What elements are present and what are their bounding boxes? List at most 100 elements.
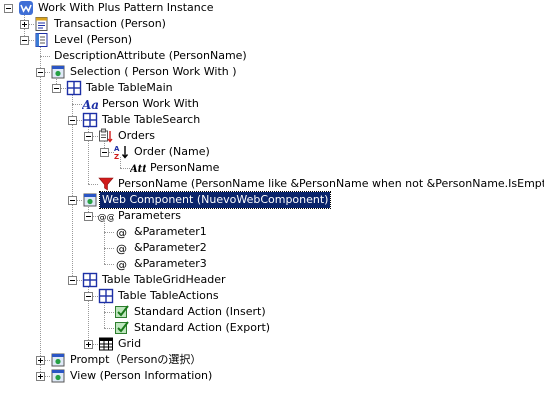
tree-node-label[interactable]: Standard Action (Insert) xyxy=(134,305,266,318)
tree-connector-line xyxy=(120,157,121,168)
tree-connector-line xyxy=(72,120,82,121)
tree-connector-line xyxy=(88,296,98,297)
collapse-icon[interactable] xyxy=(68,276,77,285)
svg-text:@: @ xyxy=(116,243,127,256)
tree-connector-line xyxy=(104,232,114,233)
tree-node[interactable]: Transaction (Person) xyxy=(0,16,544,32)
expand-icon[interactable] xyxy=(36,356,45,365)
tree-connector-line xyxy=(88,216,98,217)
tree-node[interactable]: Grid xyxy=(0,336,544,352)
selection-icon xyxy=(50,64,66,80)
tree-node-label[interactable]: Table TableActions xyxy=(118,289,219,302)
tree-connector-line xyxy=(104,301,105,328)
tree-node-label[interactable]: Person Work With xyxy=(102,97,199,110)
collapse-icon[interactable] xyxy=(68,196,77,205)
tree-node[interactable]: PersonName (PersonName like &PersonName … xyxy=(0,176,544,192)
tree-node-label[interactable]: Table TableGridHeader xyxy=(102,273,226,286)
tree-node-label[interactable]: &Parameter2 xyxy=(134,241,207,254)
collapse-icon[interactable] xyxy=(84,212,93,221)
tree-connector-line xyxy=(24,40,34,41)
tree-node-label[interactable]: PersonName xyxy=(150,161,220,174)
tree-connector-line xyxy=(24,24,34,25)
tree-node[interactable]: Web Component (NuevoWebComponent) xyxy=(0,191,544,209)
tree-node[interactable]: Prompt（Personの選択） xyxy=(0,352,544,368)
table-icon xyxy=(82,272,98,288)
tree-node-label[interactable]: Work With Plus Pattern Instance xyxy=(38,1,214,14)
table-icon xyxy=(82,112,98,128)
tree-node[interactable]: @ &Parameter3 xyxy=(0,256,544,272)
tree-node-label[interactable]: Table TableSearch xyxy=(102,113,201,126)
tree-node[interactable]: Table TableMain xyxy=(0,80,544,96)
tree-node[interactable]: Table TableSearch xyxy=(0,112,544,128)
tree-node-label[interactable]: Web Component (NuevoWebComponent) xyxy=(98,191,332,209)
tree-node[interactable]: Level (Person) xyxy=(0,32,544,48)
tree-node[interactable]: Orders xyxy=(0,128,544,144)
tree-connector-line xyxy=(88,344,98,345)
tree-node-label[interactable]: Parameters xyxy=(118,209,181,222)
tree-connector-line xyxy=(56,77,57,88)
tree-node-label[interactable]: Grid xyxy=(118,337,142,350)
tree-node-label[interactable]: Order (Name) xyxy=(134,145,210,158)
tree-node-label[interactable]: PersonName (PersonName like &PersonName … xyxy=(118,177,544,190)
transaction-icon xyxy=(34,16,50,32)
tree-node[interactable]: @ &Parameter1 xyxy=(0,224,544,240)
tree-node-label[interactable]: Level (Person) xyxy=(54,33,133,46)
tree-node[interactable]: Table TableActions xyxy=(0,288,544,304)
tree-node-label[interactable]: Selection ( Person Work With ) xyxy=(70,65,237,78)
expand-icon[interactable] xyxy=(84,340,93,349)
tree-node[interactable]: Standard Action (Insert) xyxy=(0,304,544,320)
tree-node[interactable]: Standard Action (Export) xyxy=(0,320,544,336)
tree-connector-line xyxy=(72,280,82,281)
tree-node-label[interactable]: View (Person Information) xyxy=(70,369,213,382)
tree-node-label[interactable]: &Parameter1 xyxy=(134,225,207,238)
tree-node[interactable]: Work With Plus Pattern Instance xyxy=(0,0,544,16)
collapse-icon[interactable] xyxy=(68,116,77,125)
tree-node-label[interactable]: Transaction (Person) xyxy=(54,17,166,30)
parameter-at-icon: @ xyxy=(114,224,130,240)
svg-text:@@: @@ xyxy=(98,213,114,223)
collapse-icon[interactable] xyxy=(84,292,93,301)
tree-node-label[interactable]: Orders xyxy=(118,129,155,142)
text-block-icon: Aa xyxy=(82,96,98,112)
tree-node-label[interactable]: Standard Action (Export) xyxy=(134,321,271,334)
parameter-at-icon: @ xyxy=(114,240,130,256)
svg-text:@: @ xyxy=(116,227,127,240)
tree-node[interactable]: DescriptionAttribute (PersonName) xyxy=(0,48,544,64)
tree-connector-line xyxy=(88,184,98,185)
tree-node[interactable]: Selection ( Person Work With ) xyxy=(0,64,544,80)
collapse-icon[interactable] xyxy=(20,36,29,45)
tree-connector-line xyxy=(104,312,114,313)
tree-node-label[interactable]: &Parameter3 xyxy=(134,257,207,270)
tree-connector-line xyxy=(56,88,66,89)
orders-icon xyxy=(98,128,114,144)
svg-text:Aa: Aa xyxy=(82,98,98,112)
tree-node[interactable]: @@ Parameters xyxy=(0,208,544,224)
svg-text:@: @ xyxy=(116,259,127,272)
tree-connector-line xyxy=(88,136,98,137)
tree-node-label[interactable]: DescriptionAttribute (PersonName) xyxy=(54,49,247,62)
tree-node[interactable]: Aa Person Work With xyxy=(0,96,544,112)
tree-node[interactable]: @ &Parameter2 xyxy=(0,240,544,256)
tree-connector-line xyxy=(40,72,50,73)
tree-node-label[interactable]: Table TableMain xyxy=(86,81,173,94)
collapse-icon[interactable] xyxy=(52,84,61,93)
collapse-icon[interactable] xyxy=(36,68,45,77)
table-icon xyxy=(66,80,82,96)
tree-connector-line xyxy=(104,264,114,265)
parameter-at-icon: @ xyxy=(114,256,130,272)
collapse-icon[interactable] xyxy=(100,148,109,157)
svg-text:Z: Z xyxy=(114,153,119,160)
selection-icon xyxy=(50,368,66,384)
collapse-icon[interactable] xyxy=(84,132,93,141)
expand-icon[interactable] xyxy=(36,372,45,381)
expand-icon[interactable] xyxy=(20,20,29,29)
tree-node-label[interactable]: Prompt（Personの選択） xyxy=(70,353,202,366)
tree-node[interactable]: Table TableGridHeader xyxy=(0,272,544,288)
grid-icon xyxy=(98,336,114,352)
tree-node[interactable]: View (Person Information) xyxy=(0,368,544,384)
collapse-icon[interactable] xyxy=(4,4,13,13)
